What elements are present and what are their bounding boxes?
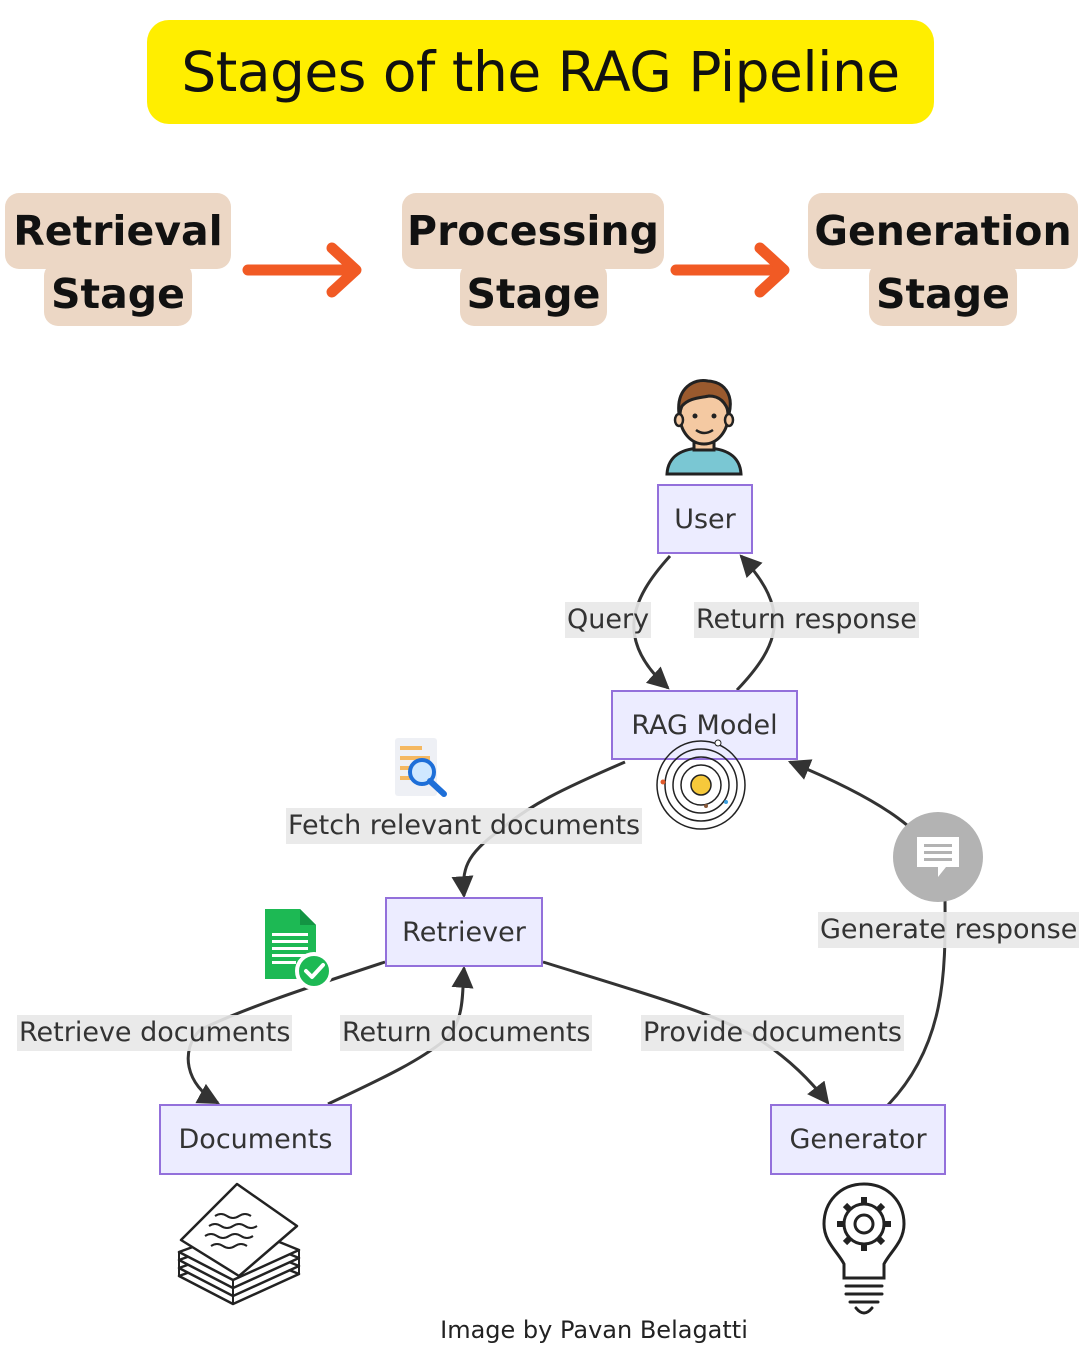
node-retriever: Retriever [385,897,543,967]
document-search-icon [395,738,447,797]
edge-label-generate-response: Generate response [818,912,1080,948]
node-user: User [657,484,753,554]
gear-lightbulb-icon [822,1182,906,1315]
document-check-icon [265,909,333,990]
edge-label-retrieve-documents: Retrieve documents [17,1015,293,1051]
stage-generation-line2: Stage [869,262,1017,326]
person-icon [665,378,743,476]
chat-bubble-icon [893,812,983,902]
node-generator: Generator [770,1104,946,1175]
title-banner: Stages of the RAG Pipeline [147,20,934,124]
edge-label-fetch-relevant-documents: Fetch relevant documents [286,808,643,844]
edge-label-provide-documents: Provide documents [641,1015,904,1051]
stage-arrow-1 [242,242,362,298]
image-credit: Image by Pavan Belagatti [0,1316,1080,1344]
stage-processing-line1: Processing [402,193,664,269]
orbit-icon [656,739,746,830]
stage-generation-line1: Generation [808,193,1078,269]
paper-stack-icon [177,1182,301,1306]
node-rag-model: RAG Model [611,690,798,760]
edge-label-return-response: Return response [694,602,919,638]
page-title: Stages of the RAG Pipeline [181,40,900,104]
stage-retrieval-line1: Retrieval [5,193,231,269]
stage-processing-line2: Stage [460,262,607,326]
node-documents: Documents [159,1104,352,1175]
stage-arrow-2 [670,242,790,298]
credit-text: Image by Pavan Belagatti [440,1316,748,1344]
stage-retrieval-line2: Stage [44,262,192,326]
edge-label-return-documents: Return documents [340,1015,593,1051]
edge-label-query: Query [565,602,652,638]
